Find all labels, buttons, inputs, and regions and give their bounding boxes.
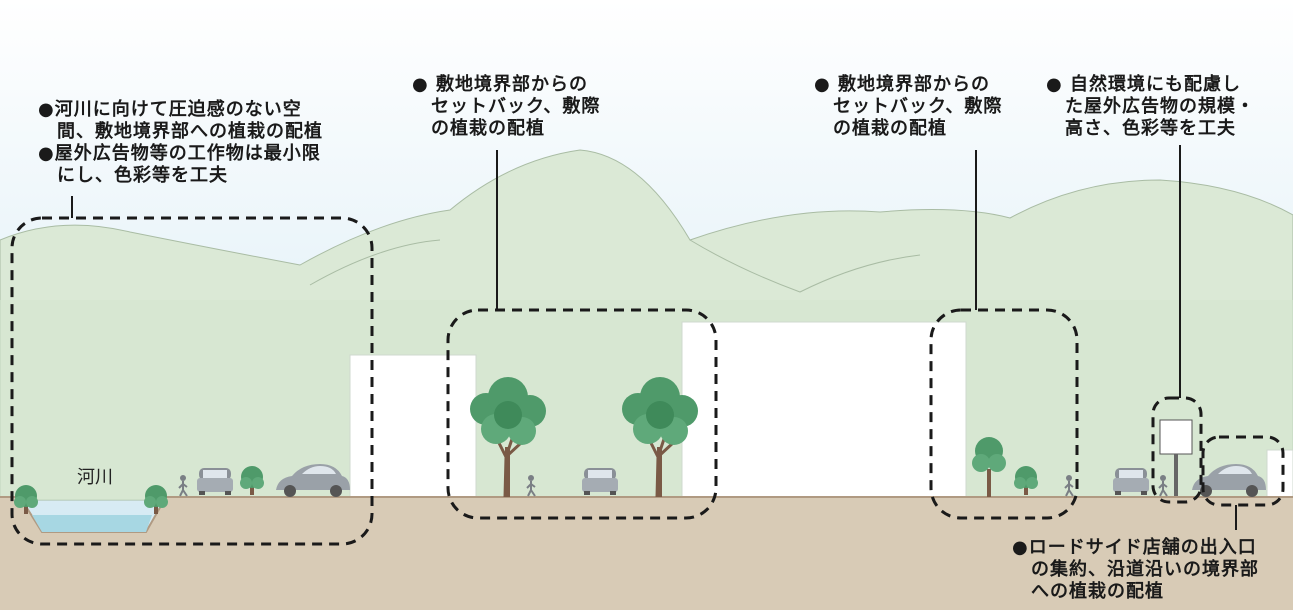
river-water: [32, 515, 152, 532]
car-icon: [197, 468, 233, 495]
callout-line: ● 敷地境界部からの: [814, 74, 990, 95]
building-center: [681, 321, 967, 498]
signboard-icon: [1159, 419, 1193, 496]
callout-line: ● 自然環境にも配慮し: [1046, 74, 1241, 95]
callout-setback-left: ● 敷地境界部からの セットバック、敷際 の植栽の配植: [412, 74, 600, 140]
callout-line: ● 敷地境界部からの: [412, 74, 588, 95]
callout-line: ●屋外広告物等の工作物は最小限: [38, 143, 321, 164]
callout-line: にし、色彩等を工夫: [38, 165, 228, 186]
callout-line: の集約、沿道沿いの境界部: [1012, 559, 1259, 580]
focus-area-setback-left: [446, 308, 718, 520]
callout-signage: ● 自然環境にも配慮し た屋外広告物の規模・ 高さ、色彩等を工夫: [1046, 74, 1255, 140]
callout-line: ●ロードサイド店舗の出入口: [1012, 537, 1257, 558]
car-icon: [582, 468, 618, 495]
car-icon: [1113, 468, 1149, 495]
callout-line: セットバック、敷際: [412, 96, 601, 117]
callout-line: ●河川に向けて圧迫感のない空: [38, 99, 302, 120]
callout-line: の植栽の配植: [412, 118, 545, 139]
river-label: 河川: [77, 467, 113, 488]
focus-area-setback-right: [929, 308, 1079, 520]
mountain-ridge: [309, 239, 921, 293]
building-left: [349, 354, 477, 498]
ground: [0, 497, 1293, 610]
callout-river: ●河川に向けて圧迫感のない空 間、敷地境界部への植栽の配植 ●屋外広告物等の工作…: [38, 99, 323, 187]
callout-line: の植栽の配植: [814, 118, 947, 139]
callout-roadside: ●ロードサイド店舗の出入口 の集約、沿道沿いの境界部 への植栽の配植: [1012, 537, 1259, 603]
focus-area-roadside: [1201, 435, 1285, 507]
callout-line: 間、敷地境界部への植栽の配植: [38, 121, 323, 142]
callout-line: への植栽の配植: [1012, 581, 1164, 602]
callout-setback-right: ● 敷地境界部からの セットバック、敷際 の植栽の配植: [814, 74, 1002, 140]
callout-line: 高さ、色彩等を工夫: [1046, 118, 1236, 139]
building-right-edge: [1266, 449, 1293, 498]
focus-area-signage: [1151, 396, 1203, 504]
callout-line: セットバック、敷際: [814, 96, 1003, 117]
focus-area-river: [10, 216, 374, 546]
callout-line: た屋外広告物の規模・: [1046, 96, 1255, 117]
